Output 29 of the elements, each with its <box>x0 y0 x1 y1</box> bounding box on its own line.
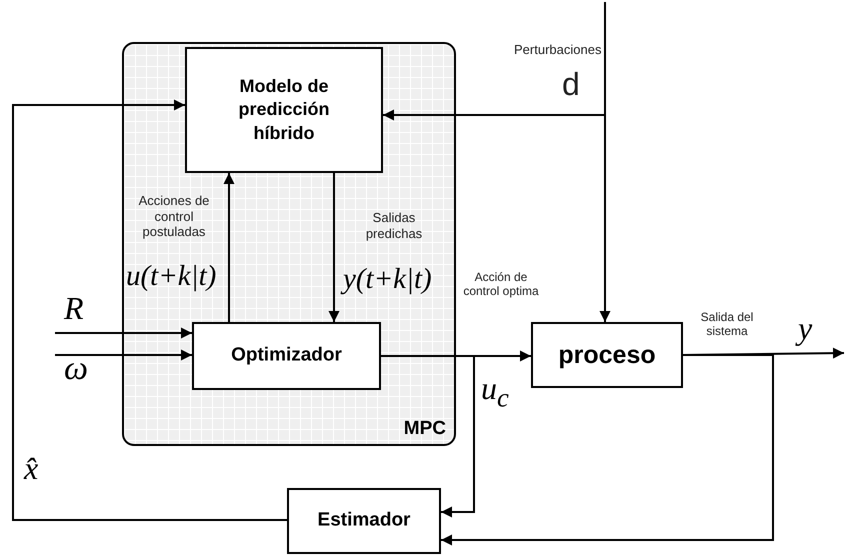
arrow <box>55 328 192 338</box>
symbol-label: ω <box>64 352 88 386</box>
symbol-label: x̂ <box>24 452 38 484</box>
process-box <box>287 488 441 554</box>
process-box <box>192 322 381 390</box>
edge-label: Salidas predichas <box>364 210 424 242</box>
box-label: Modelo de predicción híbrido <box>237 74 331 145</box>
caption-label: Perturbaciones <box>514 43 602 56</box>
process-box <box>531 322 683 388</box>
box-label: MPC <box>404 418 446 440</box>
arrow <box>224 173 234 322</box>
formula-label: u(t+k|t) <box>126 262 216 291</box>
arrow <box>328 173 340 322</box>
box-label: proceso <box>557 340 657 371</box>
box-label: Estimador <box>316 508 412 533</box>
edge-label: Acciones de control postuladas <box>138 193 210 240</box>
symbol-label: R <box>64 292 84 324</box>
process-box <box>185 47 383 173</box>
arrow <box>441 354 774 546</box>
arrow <box>55 350 192 360</box>
edge-label: Acción de control optima <box>462 270 540 299</box>
box-label: Optimizador <box>230 344 343 368</box>
arrow <box>600 2 610 322</box>
arrow <box>12 100 287 521</box>
symbol-label: d <box>562 68 580 100</box>
formula-label: y(t+k|t) <box>343 265 432 294</box>
group-panel <box>122 42 456 446</box>
symbol-label: u$_{c}$ <box>481 372 509 412</box>
edge-label: Salida del sistema <box>700 310 754 339</box>
